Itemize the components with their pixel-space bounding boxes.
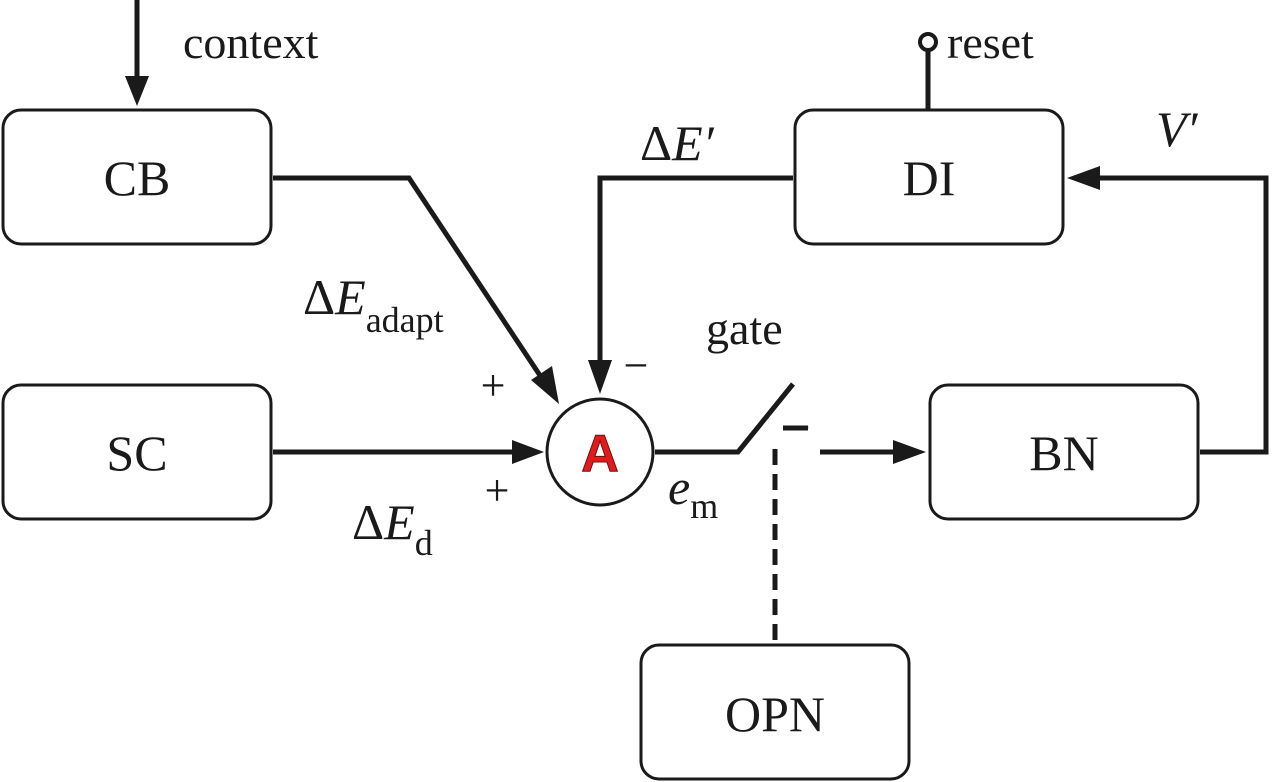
- plus-sign-d: +: [485, 466, 510, 515]
- delta-e-d-subscript: d: [415, 523, 433, 563]
- cb-to-summer-line: [273, 175, 548, 385]
- cb-block: CB: [1, 108, 273, 246]
- delta-e-d-e: E: [383, 494, 415, 550]
- delta-e-prime-label: ΔE′: [640, 115, 715, 171]
- summing-junction: A: [545, 397, 655, 507]
- bn-block: BN: [928, 383, 1200, 521]
- reset-terminal-icon: [918, 32, 938, 52]
- di-to-summer-line: [597, 175, 793, 364]
- sc-to-summer-arrowhead: [512, 440, 544, 464]
- reset-label: reset: [947, 17, 1034, 68]
- summer-output-line: [655, 382, 795, 455]
- delta-e-prime-delta: Δ: [640, 115, 672, 171]
- plus-sign-adapt: +: [481, 361, 506, 410]
- delta-e-adapt-e: E: [334, 269, 366, 325]
- e-m-label: em: [668, 459, 718, 526]
- sc-label: SC: [106, 425, 167, 481]
- e-m-base: e: [668, 459, 690, 515]
- cb-to-summer-arrowhead: [531, 366, 559, 404]
- context-arrowhead: [125, 76, 149, 106]
- gate-to-bn-arrowhead: [893, 440, 926, 464]
- e-m-subscript: m: [690, 486, 718, 526]
- delta-e-d-delta: Δ: [352, 494, 384, 550]
- cb-label: CB: [104, 150, 171, 206]
- opn-label: OPN: [725, 686, 825, 742]
- bn-to-di-arrowhead: [1067, 166, 1100, 190]
- bn-label: BN: [1029, 425, 1098, 481]
- delta-e-adapt-label: ΔEadapt: [303, 269, 444, 340]
- delta-e-adapt-delta: Δ: [303, 269, 335, 325]
- sc-block: SC: [1, 383, 273, 521]
- bn-to-di-feedback-line: [1096, 175, 1269, 455]
- delta-e-prime-e: E′: [671, 115, 715, 171]
- minus-sign-feedback: −: [624, 341, 649, 390]
- context-label: context: [183, 17, 319, 68]
- di-to-summer-arrowhead: [588, 360, 612, 394]
- minus-sign-gate: −: [786, 403, 811, 452]
- di-block: DI: [793, 108, 1065, 246]
- v-prime-label: V′: [1156, 101, 1199, 157]
- opn-block: OPN: [639, 643, 911, 781]
- di-label: DI: [903, 150, 956, 206]
- gate-label: gate: [706, 303, 783, 354]
- delta-e-d-label: ΔEd: [352, 494, 433, 563]
- delta-e-adapt-subscript: adapt: [366, 300, 444, 340]
- summer-label: A: [581, 425, 619, 483]
